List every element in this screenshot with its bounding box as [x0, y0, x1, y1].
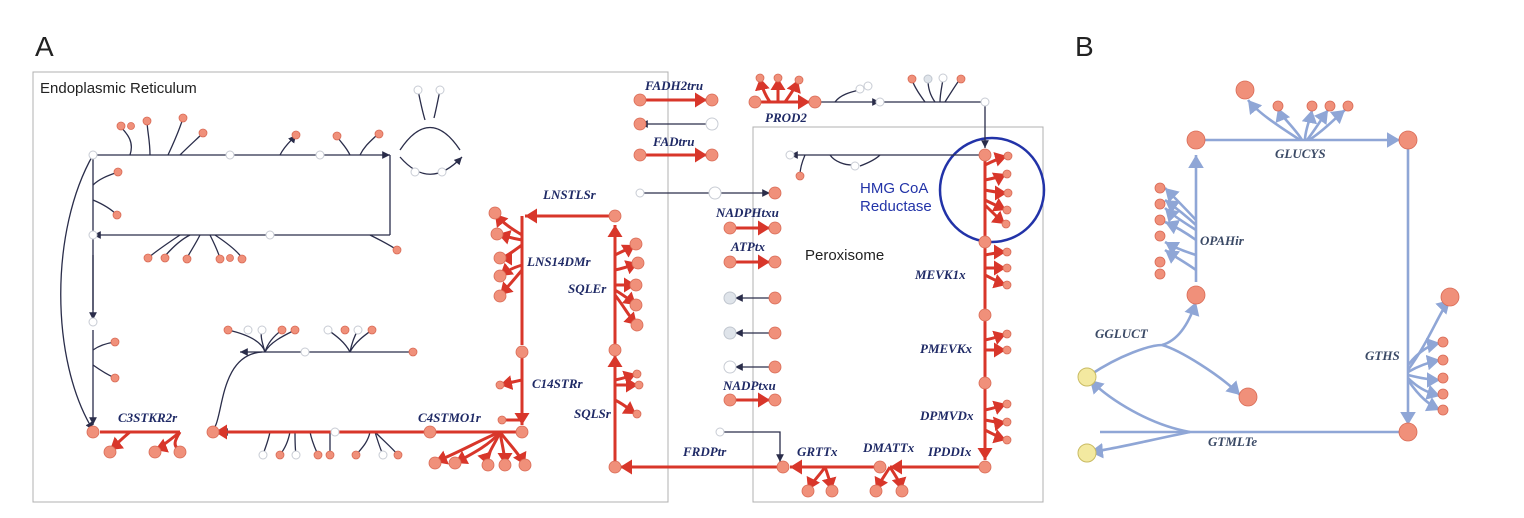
rxn-fadh2tru: FADH2tru	[644, 78, 703, 93]
panel-a-metabolite-nodes	[86, 73, 1013, 498]
rxn-dpmvdx: DPMVDx	[919, 408, 974, 423]
panel-b-metabolite-nodes	[1077, 80, 1460, 463]
er-compartment-box	[32, 71, 669, 503]
rxn-sqlsr: SQLSr	[574, 406, 612, 421]
rxn-ipddix: IPDDIx	[927, 444, 972, 459]
rxn-fadtru: FADtru	[652, 134, 694, 149]
rxn-mevk1x: MEVK1x	[914, 267, 966, 282]
rxn-gths: GTHS	[1365, 348, 1400, 363]
rxn-grttx: GRTTx	[797, 444, 838, 459]
rxn-frdptr: FRDPtr	[682, 444, 727, 459]
rxn-nadphtxu: NADPHtxu	[715, 205, 779, 220]
hmg-coa-label-line2: Reductase	[860, 198, 932, 215]
er-compartment-label: Endoplasmic Reticulum	[40, 80, 197, 97]
hmg-coa-reductase-circle	[938, 136, 1046, 244]
rxn-dmattx: DMATTx	[862, 440, 915, 455]
rxn-lns14dmr: LNS14DMr	[526, 254, 592, 269]
rxn-c14strr: C14STRr	[532, 376, 584, 391]
rxn-atptx: ATPtx	[730, 239, 765, 254]
panel-a-label: A	[35, 31, 54, 62]
rxn-sqler: SQLEr	[568, 281, 607, 296]
rxn-pmevkx: PMEVKx	[920, 341, 973, 356]
peroxisome-compartment-box	[752, 126, 1044, 503]
rxn-prod2: PROD2	[765, 110, 807, 125]
rxn-c4stmo1r: C4STMO1r	[418, 410, 482, 425]
hmg-coa-label-line1: HMG CoA	[860, 180, 928, 197]
peroxisome-compartment-label: Peroxisome	[805, 247, 884, 264]
rxn-nadptxu: NADPtxu	[722, 378, 776, 393]
rxn-gtmlte: GTMLTe	[1208, 434, 1257, 449]
rxn-c3stkr2r: C3STKR2r	[118, 410, 178, 425]
panel-b-label: B	[1075, 31, 1094, 62]
panel-b-network	[1089, 99, 1451, 459]
rxn-opahir: OPAHir	[1200, 233, 1245, 248]
rxn-lnstlsr: LNSTLSr	[542, 187, 597, 202]
active-flux-network	[100, 77, 1008, 491]
rxn-glucys: GLUCYS	[1275, 146, 1326, 161]
rxn-ggluct: GGLUCT	[1095, 326, 1149, 341]
